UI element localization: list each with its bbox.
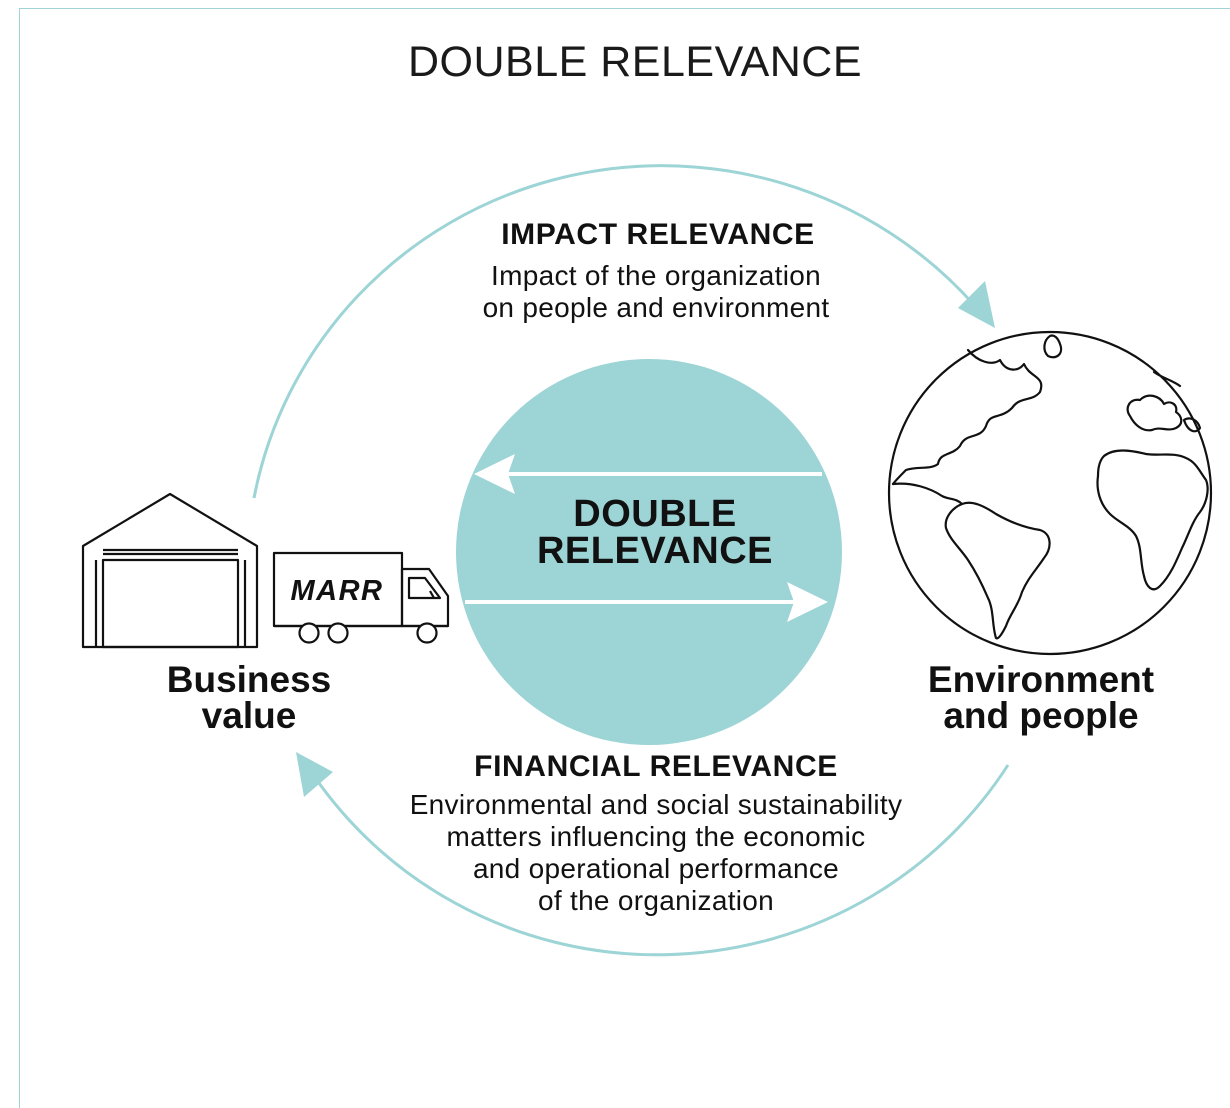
page-frame <box>19 8 1230 1108</box>
financial-relevance-heading: FINANCIAL RELEVANCE <box>474 750 838 783</box>
cycle-arrow-bottom <box>296 752 1010 957</box>
financial-description-line: of the organization <box>537 885 775 916</box>
truck-logo: MARR <box>291 575 384 607</box>
globe-icon <box>887 330 1213 656</box>
warehouse-icon <box>81 492 259 649</box>
center-label-line: DOUBLE <box>573 493 737 535</box>
impact-description-line: on people and environment <box>482 292 830 323</box>
diagram-graphics: MARR <box>81 164 1213 957</box>
page-title: DOUBLE RELEVANCE <box>407 38 863 86</box>
business-label-line: value <box>201 695 297 736</box>
environment-label-line: and people <box>943 695 1139 736</box>
environment-label-line: Environment <box>927 659 1155 700</box>
business-value-label: Business value <box>166 659 332 736</box>
truck-icon <box>272 551 450 644</box>
impact-relevance-description: Impact of the organization on people and… <box>483 260 830 324</box>
exchange-arrow-right <box>465 582 828 622</box>
exchange-arrow-left <box>474 454 822 494</box>
financial-description-line: and operational performance <box>472 853 840 884</box>
environment-people-label: Environment and people <box>927 659 1155 736</box>
center-label-line: RELEVANCE <box>536 530 774 572</box>
center-circle <box>456 359 842 745</box>
center-double-relevance-label: DOUBLE RELEVANCE <box>536 493 774 572</box>
impact-relevance-heading: IMPACT RELEVANCE <box>501 218 815 251</box>
financial-description-line: Environmental and social sustainability <box>409 789 903 820</box>
cycle-arrow-top <box>252 164 995 499</box>
financial-relevance-description: Environmental and social sustainability … <box>410 789 903 917</box>
financial-description-line: matters influencing the economic <box>446 821 866 852</box>
business-label-line: Business <box>166 659 332 700</box>
impact-description-line: Impact of the organization <box>491 260 821 291</box>
